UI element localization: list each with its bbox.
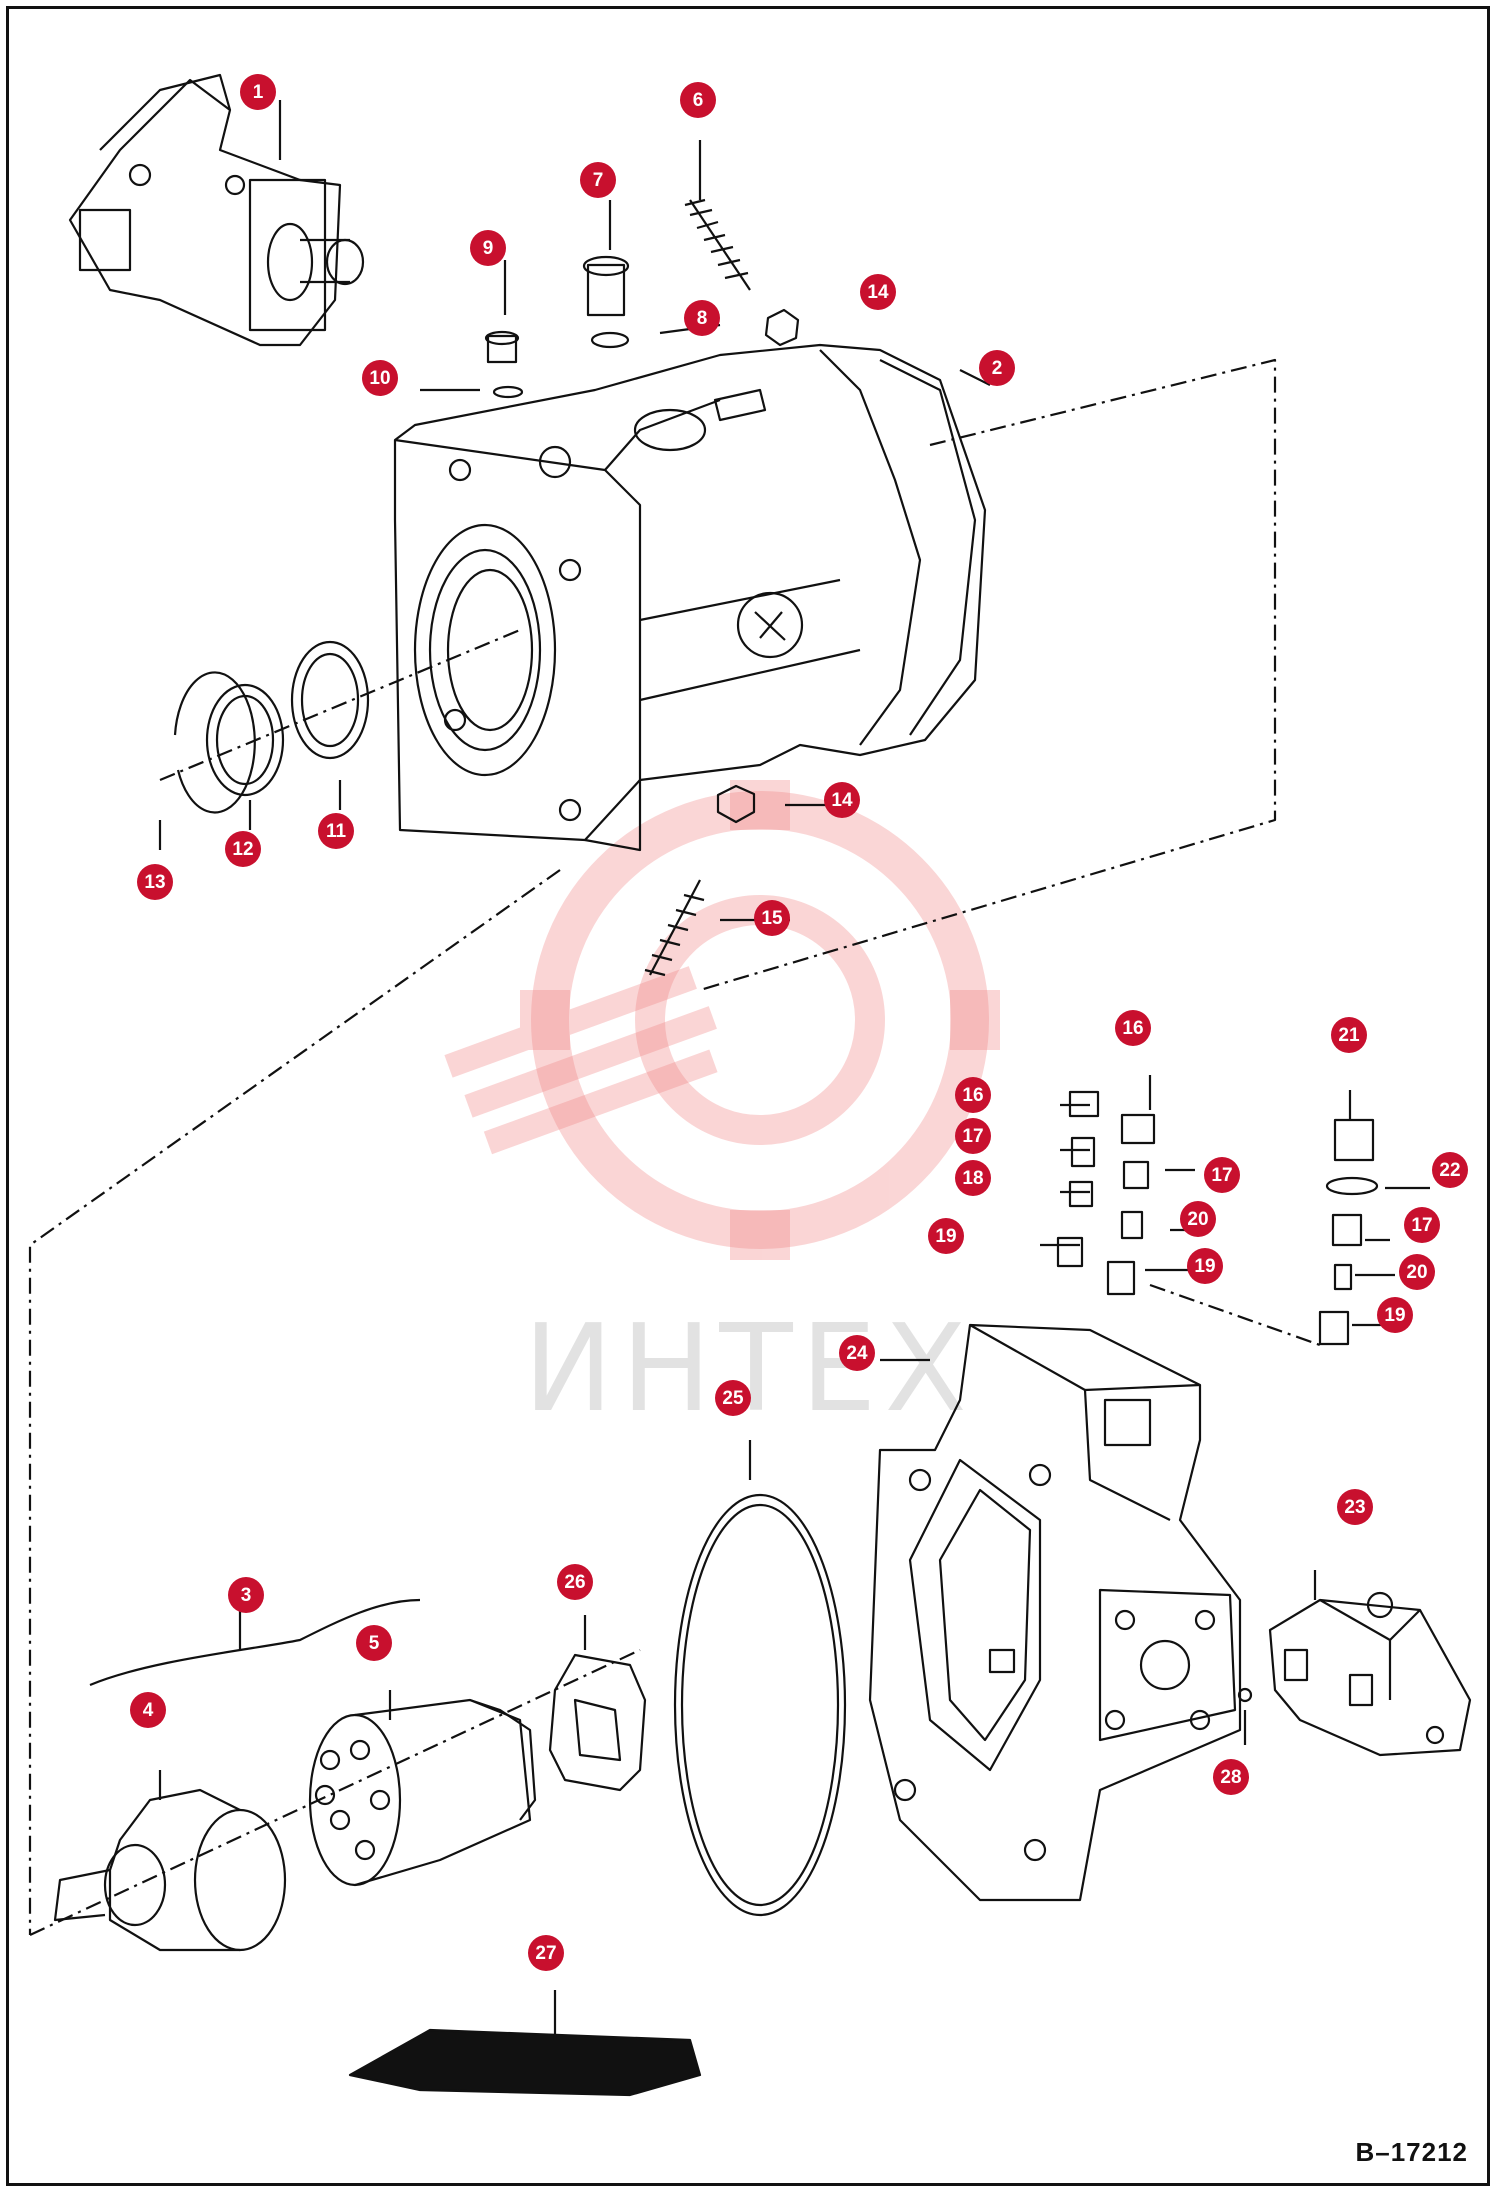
callout-17: 17	[1204, 1157, 1240, 1193]
callout-11: 11	[318, 813, 354, 849]
callout-number: 9	[483, 238, 494, 259]
callout-number: 7	[593, 170, 604, 191]
callout-number: 10	[369, 368, 390, 389]
callout-20: 20	[1180, 1201, 1216, 1237]
callout-number: 12	[232, 839, 253, 860]
callout-19: 19	[928, 1218, 964, 1254]
callout-14: 14	[860, 274, 896, 310]
callout-number: 4	[143, 1700, 154, 1721]
callout-18: 18	[955, 1160, 991, 1196]
callout-number: 18	[962, 1168, 983, 1189]
callout-number: 17	[962, 1126, 983, 1147]
callout-20: 20	[1399, 1254, 1435, 1290]
callout-number: 26	[564, 1572, 585, 1593]
callout-15: 15	[754, 900, 790, 936]
callout-number: 20	[1406, 1262, 1427, 1283]
callout-number: 15	[761, 908, 783, 929]
callout-number: 19	[1194, 1256, 1215, 1277]
callout-number: 25	[722, 1388, 744, 1409]
callout-number: 21	[1338, 1025, 1360, 1046]
callout-number: 3	[241, 1585, 252, 1606]
callout-1: 1	[240, 74, 276, 110]
callout-number: 16	[1122, 1018, 1143, 1039]
callout-number: 13	[144, 872, 165, 893]
callout-number: 5	[369, 1633, 380, 1654]
callout-number: 20	[1187, 1209, 1208, 1230]
figure-reference: B–17212	[1355, 2137, 1468, 2167]
callout-number: 14	[831, 790, 853, 811]
watermark-text: ИНТЕХ	[523, 1300, 975, 1439]
callout-5: 5	[356, 1625, 392, 1661]
callout-7: 7	[580, 162, 616, 198]
callout-17: 17	[955, 1118, 991, 1154]
callout-19: 19	[1377, 1297, 1413, 1333]
callout-number: 23	[1344, 1497, 1365, 1518]
callout-number: 8	[697, 308, 708, 329]
part-motor-assembly	[68, 73, 365, 347]
callout-number: 17	[1411, 1215, 1432, 1236]
callout-2: 2	[979, 350, 1015, 386]
callout-number: 1	[253, 82, 264, 103]
callout-8: 8	[684, 300, 720, 336]
part-drive-shaft	[53, 1788, 287, 1952]
part-rotating-group	[308, 1698, 537, 1887]
part-relief-valve	[1268, 1591, 1472, 1757]
diagram-frame	[6, 6, 1490, 2186]
callout-22: 22	[1432, 1152, 1468, 1188]
callout-12: 12	[225, 831, 261, 867]
callout-28: 28	[1213, 1759, 1249, 1795]
callout-10: 10	[362, 360, 398, 396]
callout-26: 26	[557, 1564, 593, 1600]
callout-number: 28	[1220, 1767, 1241, 1788]
callout-number: 19	[935, 1226, 956, 1247]
callout-24: 24	[839, 1335, 875, 1371]
callout-19: 19	[1187, 1248, 1223, 1284]
callout-number: 16	[962, 1085, 983, 1106]
callout-21: 21	[1331, 1017, 1367, 1053]
callout-16: 16	[955, 1077, 991, 1113]
callout-13: 13	[137, 864, 173, 900]
callout-number: 2	[992, 358, 1003, 379]
callout-number: 19	[1384, 1305, 1405, 1326]
callout-25: 25	[715, 1380, 751, 1416]
callout-3: 3	[228, 1577, 264, 1613]
callout-14: 14	[824, 782, 860, 818]
callout-number: 27	[535, 1943, 556, 1964]
callout-number: 17	[1211, 1165, 1232, 1186]
callout-16: 16	[1115, 1010, 1151, 1046]
callout-23: 23	[1337, 1489, 1373, 1525]
callout-number: 24	[846, 1343, 868, 1364]
callout-number: 22	[1439, 1160, 1460, 1181]
callout-6: 6	[680, 82, 716, 118]
part-housing	[393, 343, 987, 852]
callout-number: 14	[867, 282, 889, 303]
callout-4: 4	[130, 1692, 166, 1728]
callout-number: 6	[693, 90, 704, 111]
callout-9: 9	[470, 230, 506, 266]
part-end-cap	[868, 1323, 1242, 1902]
callout-number: 11	[326, 821, 347, 842]
callout-27: 27	[528, 1935, 564, 1971]
callout-17: 17	[1404, 1207, 1440, 1243]
